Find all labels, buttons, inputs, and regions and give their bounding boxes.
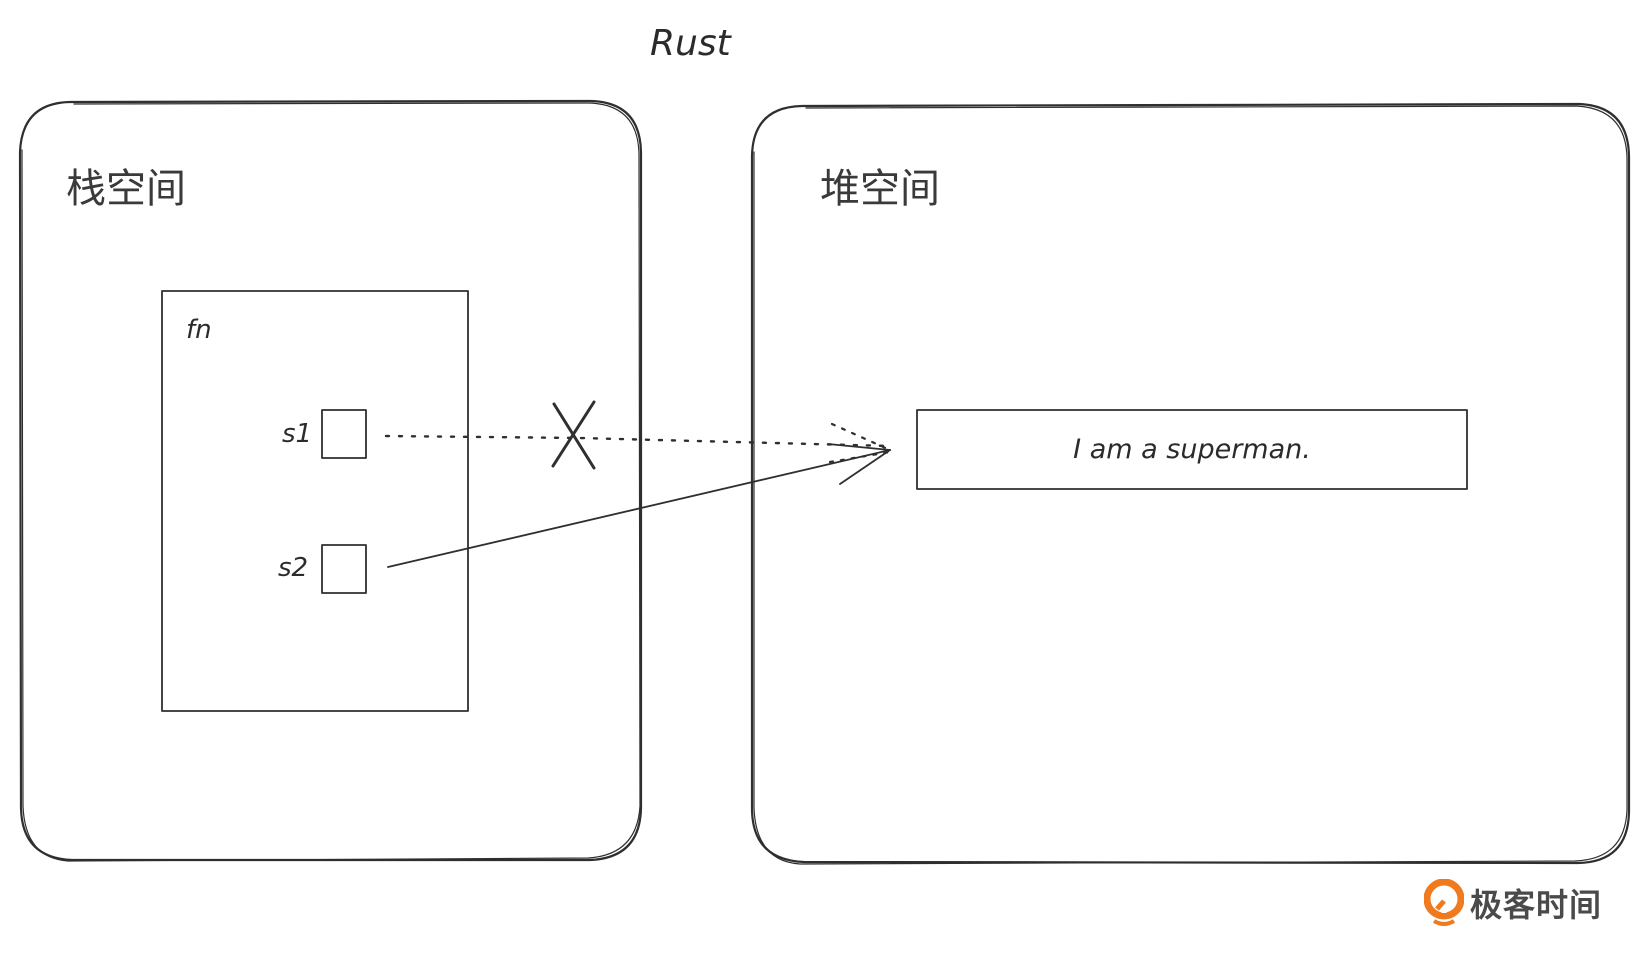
heap-space-label: 堆空间 (820, 166, 940, 212)
var-s2-box (321, 544, 367, 594)
var-s1-label: s1 (282, 419, 312, 449)
geektime-logo-icon (1424, 879, 1464, 926)
stack-space-label: 栈空间 (66, 166, 186, 212)
fn-frame-box (161, 290, 469, 712)
diagram-title: Rust (650, 23, 733, 64)
watermark-logo: 极客时间 (1424, 878, 1602, 928)
var-s2-label: s2 (278, 553, 308, 583)
edge-s1-to-heap (384, 422, 892, 464)
var-s1-box (321, 409, 367, 459)
heap-value-box (916, 409, 1468, 490)
fn-frame-label: fn (186, 315, 212, 345)
heap-value-text: I am a superman. (1073, 434, 1311, 465)
edge-s2-to-heap (387, 443, 891, 568)
heap-space-box (750, 102, 1631, 865)
watermark-text: 极客时间 (1470, 886, 1603, 924)
invalidated-x-icon (551, 400, 596, 470)
stack-space-box (18, 99, 643, 862)
